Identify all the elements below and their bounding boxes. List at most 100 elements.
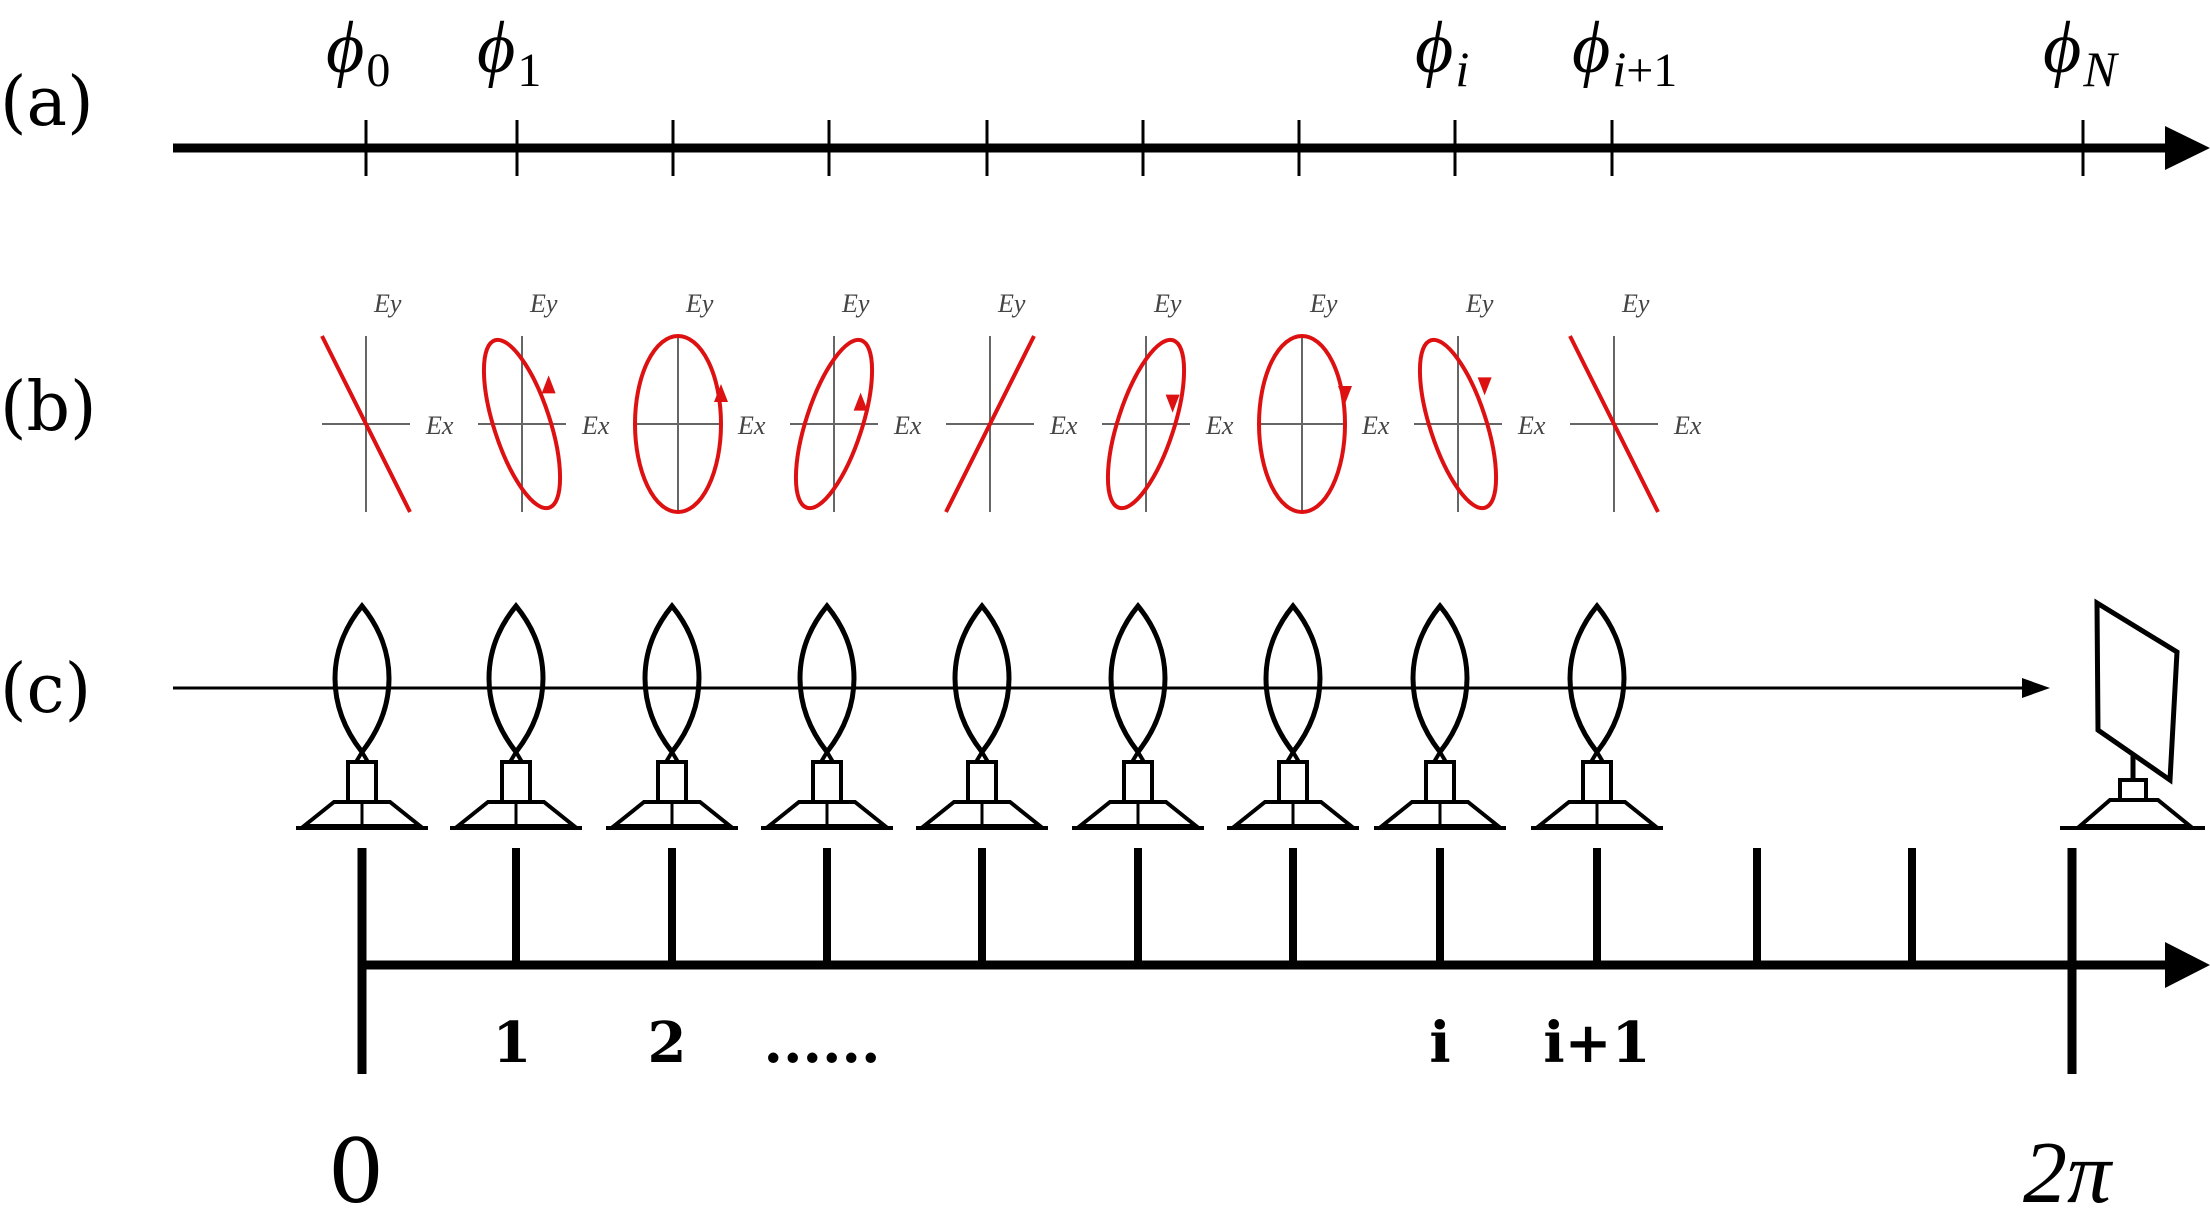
axis-start-label: 0 — [328, 1120, 384, 1214]
tick-label-2: 2 — [648, 1010, 687, 1076]
lens — [1567, 602, 1627, 757]
ey-label: Ey — [1621, 289, 1650, 318]
elliptical-polarization — [633, 334, 723, 514]
position-axis-ticks — [512, 848, 1916, 965]
ey-label: Ey — [997, 289, 1026, 318]
phi-label-2: ϕi — [1415, 7, 1469, 97]
phi-label-0: ϕ0 — [326, 7, 390, 97]
lens-post — [656, 760, 688, 804]
detector-holder — [2118, 778, 2148, 802]
lens — [1410, 602, 1470, 757]
lens-mount-2 — [450, 602, 582, 830]
ey-label: Ey — [1309, 289, 1338, 318]
elliptical-polarization — [1417, 337, 1499, 511]
ex-label: Ex — [1049, 411, 1078, 440]
lens-mount-1 — [296, 602, 428, 830]
detector-screen — [2094, 598, 2180, 785]
beam-arrowhead — [2022, 678, 2050, 698]
phi-label-1: ϕ1 — [477, 7, 541, 97]
lens — [952, 602, 1012, 757]
ex-label: Ex — [893, 411, 922, 440]
lens — [797, 602, 857, 757]
panel-label-b: (b) — [0, 368, 97, 447]
phi-label-3: ϕi+1 — [1572, 7, 1677, 97]
screen-detector — [2060, 598, 2205, 830]
tick-label-i-plus-1: i+1 — [1543, 1010, 1650, 1076]
lens — [1263, 602, 1323, 757]
phase-axis-arrowhead — [2165, 126, 2210, 170]
linear-polarization — [320, 335, 412, 513]
lens-row — [296, 602, 1663, 830]
panel-label-c: (c) — [0, 650, 91, 729]
linear-polarization — [1568, 335, 1660, 513]
position-axis-arrowhead — [2165, 942, 2210, 988]
lens-post — [1122, 760, 1154, 804]
tick-label-1: 1 — [493, 1010, 532, 1076]
elliptical-polarization — [481, 337, 563, 511]
lens-mount-7 — [1227, 602, 1359, 830]
ex-label: Ex — [425, 411, 454, 440]
lens — [642, 602, 702, 757]
phi-label-4: ϕN — [2043, 7, 2119, 97]
tick-label-dots: ...... — [764, 1010, 881, 1076]
position-axis: 1 2 ...... i i+1 0 2π — [328, 848, 2210, 1214]
elliptical-polarization — [1105, 337, 1187, 511]
ey-label: Ey — [1153, 289, 1182, 318]
ex-label: Ex — [581, 411, 610, 440]
ey-label: Ey — [373, 289, 402, 318]
tick-label-i: i — [1429, 1010, 1450, 1076]
ex-label: Ex — [1517, 411, 1546, 440]
phase-axis-ticks — [364, 120, 2085, 176]
elliptical-polarization — [793, 337, 875, 511]
lens-post — [500, 760, 532, 804]
lens-post — [966, 760, 998, 804]
panel-label-a: (a) — [0, 63, 94, 142]
lens-mount-3 — [606, 602, 738, 830]
ey-label: Ey — [1465, 289, 1494, 318]
ey-label: Ey — [841, 289, 870, 318]
lens-post — [1277, 760, 1309, 804]
ex-label: Ex — [1205, 411, 1234, 440]
lens-mount-6 — [1072, 602, 1204, 830]
lens-mount-5 — [916, 602, 1048, 830]
rotation-arrowhead — [714, 384, 728, 402]
lens-post — [1581, 760, 1613, 804]
lens — [332, 602, 392, 757]
ey-label: Ey — [685, 289, 714, 318]
ex-label: Ex — [1361, 411, 1390, 440]
linear-polarization — [944, 335, 1036, 513]
ex-label: Ex — [737, 411, 766, 440]
axis-end-label: 2π — [2023, 1125, 2114, 1214]
rotation-arrowhead — [541, 375, 556, 394]
ey-label: Ey — [529, 289, 558, 318]
ex-label: Ex — [1673, 411, 1702, 440]
lens-post — [346, 760, 378, 804]
lens-post — [811, 760, 843, 804]
rotation-arrowhead — [853, 392, 868, 411]
rotation-arrowhead — [1338, 386, 1352, 404]
lens-mount-4 — [761, 602, 893, 830]
lens — [486, 602, 546, 757]
rotation-arrowhead — [1477, 377, 1492, 396]
detector-base — [2074, 798, 2196, 828]
phase-axis: ϕ0 ϕ1 ϕi ϕi+1 ϕN — [173, 7, 2210, 176]
elliptical-polarization — [1257, 334, 1347, 514]
lens-post — [1424, 760, 1456, 804]
lens-mount-9 — [1531, 602, 1663, 830]
lens — [1108, 602, 1168, 757]
lens-mount-8 — [1374, 602, 1506, 830]
rotation-arrowhead — [1165, 394, 1180, 413]
optical-bench — [173, 598, 2205, 830]
phase-axis-labels: ϕ0 ϕ1 ϕi ϕi+1 ϕN — [326, 7, 2119, 97]
